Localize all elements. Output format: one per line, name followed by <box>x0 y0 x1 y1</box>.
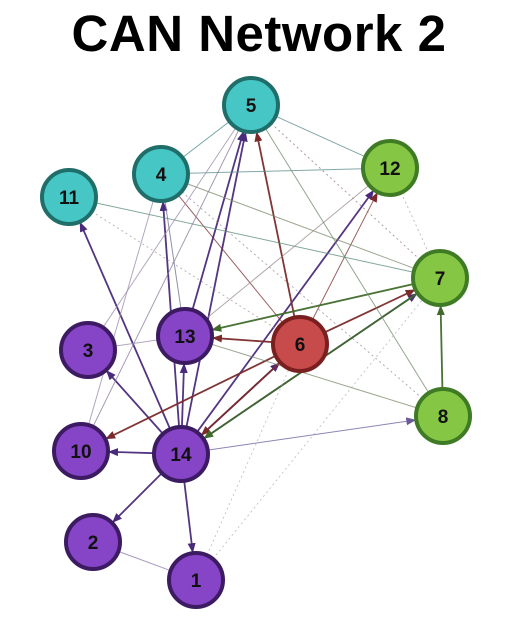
nodes-layer: 5 4 11 12 7 8 6 13 3 10 14 2 1 <box>40 76 472 609</box>
edge-2-to-1 <box>118 550 170 571</box>
node-circle-14 <box>152 425 210 483</box>
edge-14-to-13 <box>179 362 188 428</box>
node-circle-10 <box>52 422 110 480</box>
node-6[interactable]: 6 <box>271 315 329 373</box>
node-label-11: 11 <box>59 188 80 209</box>
edge-6-to-7 <box>324 289 416 334</box>
node-label-7: 7 <box>435 269 446 290</box>
edge-6-to-10 <box>105 355 277 440</box>
node-10[interactable]: 10 <box>52 422 110 480</box>
node-14[interactable]: 14 <box>152 425 210 483</box>
node-label-1: 1 <box>191 571 202 592</box>
edge-8-to-5 <box>265 128 430 394</box>
node-circle-2 <box>64 513 122 571</box>
edge-14-to-12 <box>196 189 375 433</box>
edge-12-to-7 <box>400 192 429 253</box>
node-label-10: 10 <box>70 442 91 463</box>
edge-6-to-14 <box>200 361 281 436</box>
node-label-12: 12 <box>379 159 400 180</box>
node-12[interactable]: 12 <box>361 139 419 197</box>
edge-12-to-5 <box>276 116 366 158</box>
node-5[interactable]: 5 <box>222 76 280 134</box>
node-circle-6 <box>271 315 329 373</box>
node-4[interactable]: 4 <box>132 145 190 203</box>
node-8[interactable]: 8 <box>414 387 472 445</box>
node-circle-12 <box>361 139 419 197</box>
edge-14-to-2 <box>112 472 163 523</box>
edge-13-to-5 <box>191 130 245 311</box>
node-circle-1 <box>167 551 225 609</box>
edge-6-to-13 <box>211 334 274 344</box>
node-label-13: 13 <box>174 327 195 348</box>
node-label-5: 5 <box>246 96 257 117</box>
node-circle-4 <box>132 145 190 203</box>
edge-7-to-13 <box>211 283 414 332</box>
edge-1-to-7 <box>212 299 423 560</box>
edge-14-to-1 <box>183 480 196 554</box>
node-label-3: 3 <box>83 341 94 362</box>
node-circle-11 <box>40 168 98 226</box>
edge-7-to-11 <box>96 202 414 273</box>
edge-7-to-5 <box>271 123 421 261</box>
node-label-8: 8 <box>438 407 449 428</box>
node-circle-3 <box>59 321 117 379</box>
edge-14-to-8 <box>207 417 417 451</box>
edge-14-to-10 <box>107 448 155 457</box>
node-1[interactable]: 1 <box>167 551 225 609</box>
edge-11-to-6 <box>91 211 277 330</box>
edge-3-to-13 <box>114 339 158 347</box>
diagram-title: CAN Network 2 <box>71 5 447 62</box>
edge-14-to-3 <box>105 370 164 435</box>
node-circle-7 <box>411 249 469 307</box>
edge-5-to-3 <box>103 127 237 327</box>
edge-4-to-13 <box>164 200 182 309</box>
node-circle-5 <box>222 76 280 134</box>
node-label-14: 14 <box>170 445 192 466</box>
node-3[interactable]: 3 <box>59 321 117 379</box>
edge-14-to-11 <box>79 221 172 430</box>
node-circle-8 <box>414 387 472 445</box>
edge-12-to-4 <box>188 168 364 174</box>
node-circle-13 <box>156 307 214 365</box>
edge-8-to-13 <box>211 343 418 409</box>
edge-8-to-7 <box>436 304 445 390</box>
edge-10-to-4 <box>88 200 154 426</box>
edge-5-to-10 <box>92 129 240 427</box>
node-label-6: 6 <box>295 335 306 356</box>
node-2[interactable]: 2 <box>64 513 122 571</box>
edge-1-to-6 <box>206 369 290 556</box>
node-7[interactable]: 7 <box>411 249 469 307</box>
edge-6-to-5 <box>254 131 296 318</box>
edge-7-to-4 <box>187 183 415 270</box>
node-label-2: 2 <box>88 533 99 554</box>
edge-5-to-4 <box>182 121 230 158</box>
node-13[interactable]: 13 <box>156 307 214 365</box>
edge-14-to-5 <box>185 131 248 428</box>
node-11[interactable]: 11 <box>40 168 98 226</box>
node-label-4: 4 <box>156 165 167 186</box>
edge-12-to-13 <box>206 184 370 319</box>
